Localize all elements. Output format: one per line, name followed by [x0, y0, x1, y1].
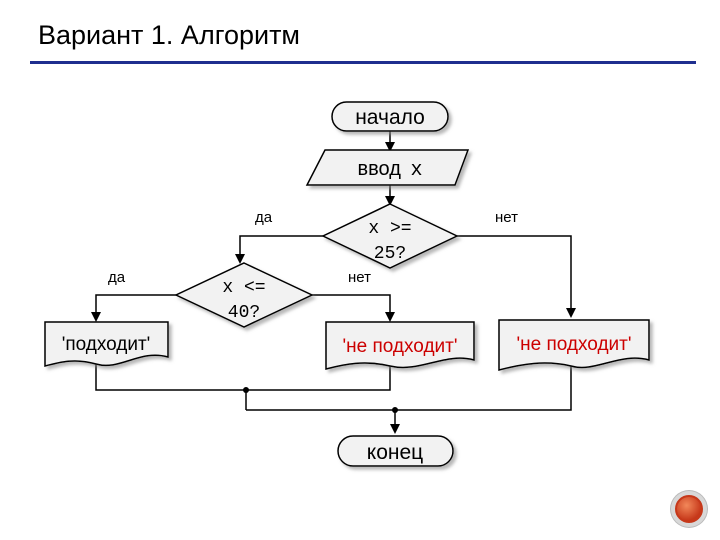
connectors: [91, 131, 576, 434]
arrow-cond1-yes: [235, 235, 323, 264]
input-variable: x: [410, 159, 422, 182]
condition-x-ge-25: x >= 25?: [321, 203, 459, 269]
cond1-yes-label: да: [255, 209, 273, 226]
condition-x-le-40: x <= 40?: [174, 262, 314, 328]
line-bad1-merge: [246, 364, 391, 391]
line-bad2-merge: [246, 366, 572, 411]
line-ok-merge: [95, 362, 246, 391]
arrow-cond2-no: [312, 294, 395, 322]
cond1-no-label: нет: [495, 209, 518, 226]
nav-button[interactable]: [671, 491, 707, 527]
output-not-ok-middle-text: 'не подходит': [343, 336, 458, 357]
slide-title: Вариант 1. Алгоритм: [38, 20, 300, 50]
title-underline: [30, 61, 696, 64]
junction-dot-2: [392, 407, 398, 413]
input-block: ввод x: [305, 149, 470, 186]
arrow-cond1-no: [457, 235, 576, 318]
input-label: ввод: [358, 158, 402, 180]
cond2-line2: 40?: [228, 303, 260, 323]
red-circle-button-icon: [675, 495, 703, 523]
cond2-no-label: нет: [348, 269, 371, 286]
output-ok: 'подходит': [44, 321, 169, 367]
output-not-ok-right-text: 'не подходит': [517, 334, 632, 355]
cond1-line1: x >=: [368, 219, 411, 239]
start-label: начало: [355, 106, 425, 129]
cond2-line1: x <=: [222, 278, 265, 298]
cond2-yes-label: да: [108, 269, 126, 286]
output-not-ok-middle: 'не подходит': [325, 321, 475, 370]
end-terminator: конец: [337, 435, 454, 467]
output-not-ok-right: 'не подходит': [498, 319, 650, 371]
cond1-line2: 25?: [374, 244, 406, 264]
end-label: конец: [367, 441, 423, 464]
output-ok-text: 'подходит': [62, 334, 151, 355]
arrow-cond2-yes: [91, 294, 176, 322]
svg-text:ввод x: ввод x: [358, 158, 423, 182]
start-terminator: начало: [331, 101, 449, 132]
junction-dot-1: [243, 387, 249, 393]
